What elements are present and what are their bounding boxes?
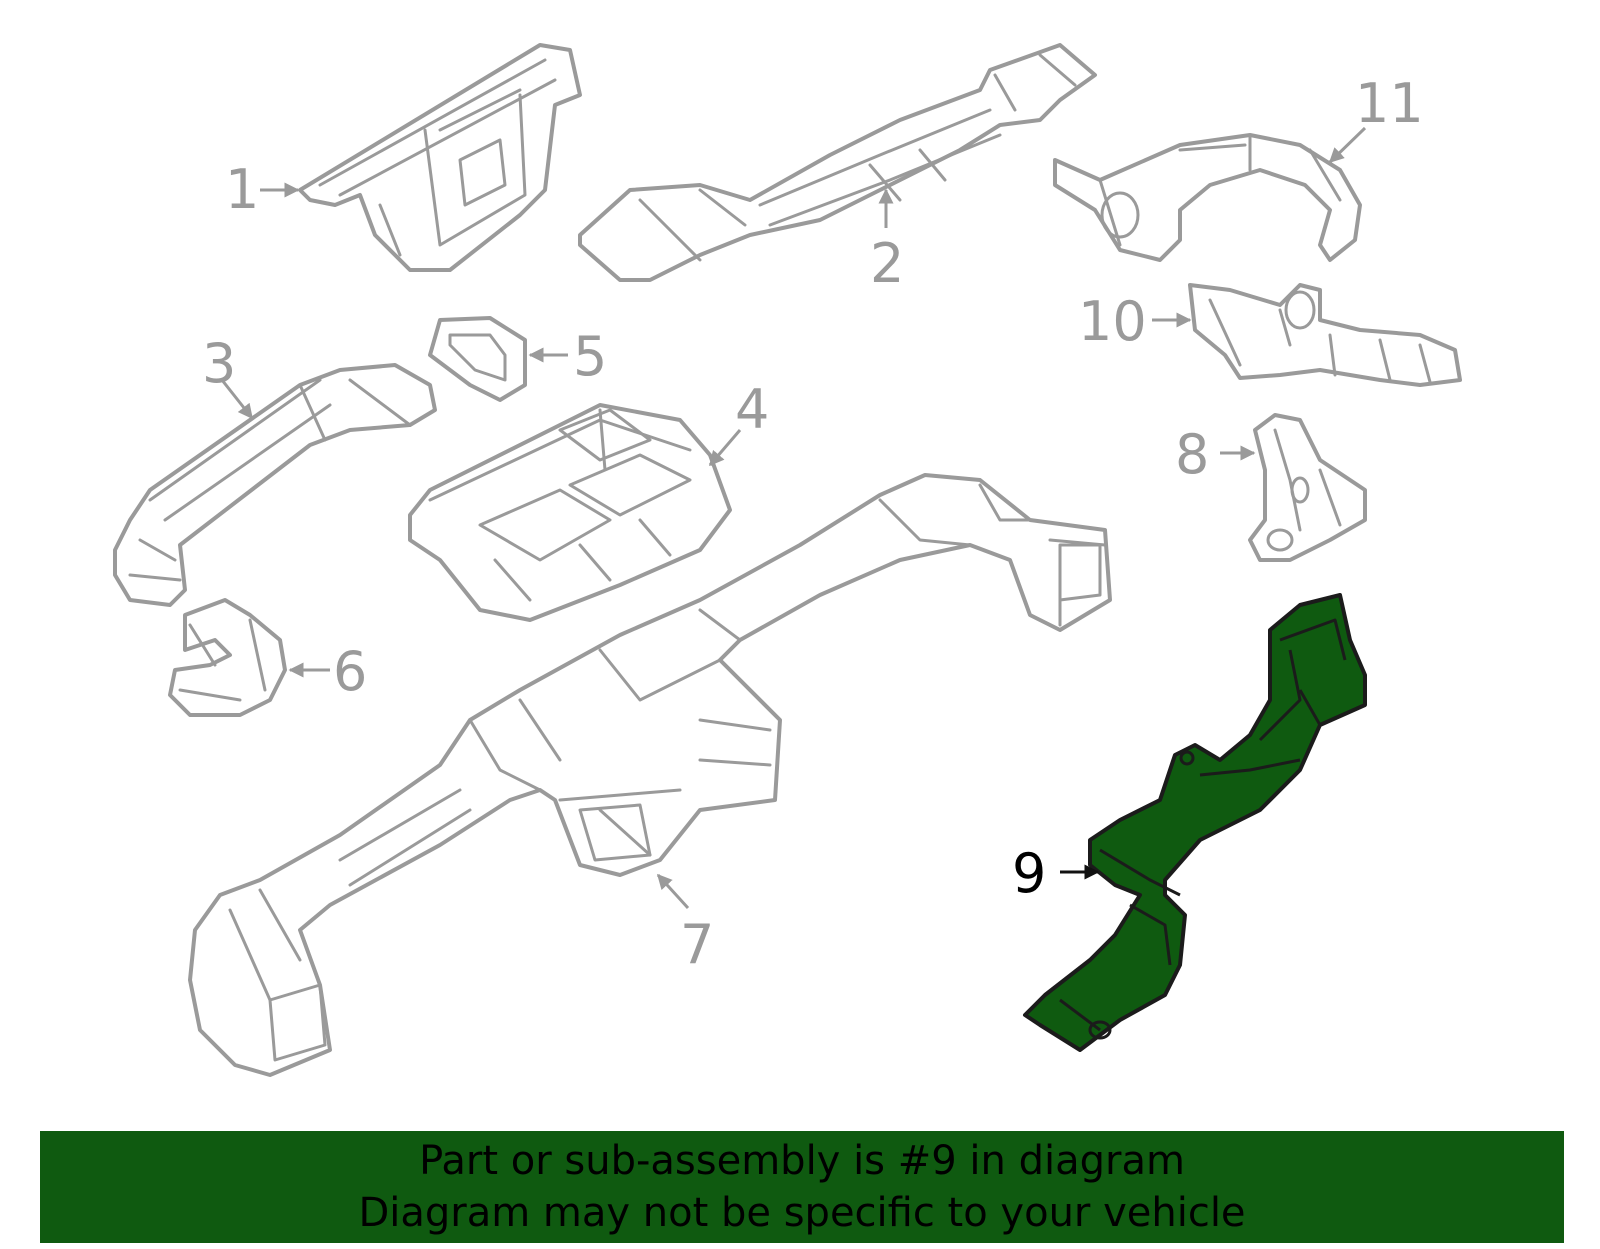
part-9-rear-floor-duct[interactable] (1023, 593, 1367, 1052)
part-5-outlet-bezel[interactable] (428, 316, 527, 402)
callout-10: 10 (1078, 290, 1147, 353)
callout-8: 8 (1175, 423, 1209, 486)
callout-2: 2 (870, 232, 904, 295)
info-banner: Part or sub-assembly is #9 in diagram Di… (40, 1131, 1564, 1243)
part-8-bracket-duct[interactable] (1248, 413, 1367, 562)
part-7-main-duct[interactable] (188, 473, 1112, 1077)
leader-3 (220, 379, 254, 420)
leader-4 (708, 429, 742, 467)
callout-6: 6 (333, 640, 367, 703)
callout-5: 5 (573, 325, 607, 388)
callout-4: 4 (735, 378, 769, 441)
banner-line-2: Diagram may not be specific to your vehi… (358, 1190, 1246, 1236)
part-2-upper-duct[interactable] (578, 43, 1097, 282)
part-4-distribution-module[interactable] (408, 403, 732, 622)
part-10-connector-duct[interactable] (1188, 283, 1462, 387)
callout-7: 7 (680, 913, 714, 976)
banner-line-1: Part or sub-assembly is #9 in diagram (419, 1138, 1185, 1184)
callout-11: 11 (1355, 72, 1424, 135)
part-3-floor-duct[interactable] (113, 363, 437, 607)
callout-1: 1 (225, 158, 259, 221)
leader-7 (656, 873, 690, 910)
part-6-elbow[interactable] (168, 598, 287, 717)
part-11-side-duct[interactable] (1053, 133, 1362, 262)
callout-3: 3 (202, 332, 236, 395)
leader-11 (1328, 126, 1367, 164)
callout-9: 9 (1012, 842, 1046, 905)
part-1-defroster-duct[interactable] (298, 43, 582, 272)
